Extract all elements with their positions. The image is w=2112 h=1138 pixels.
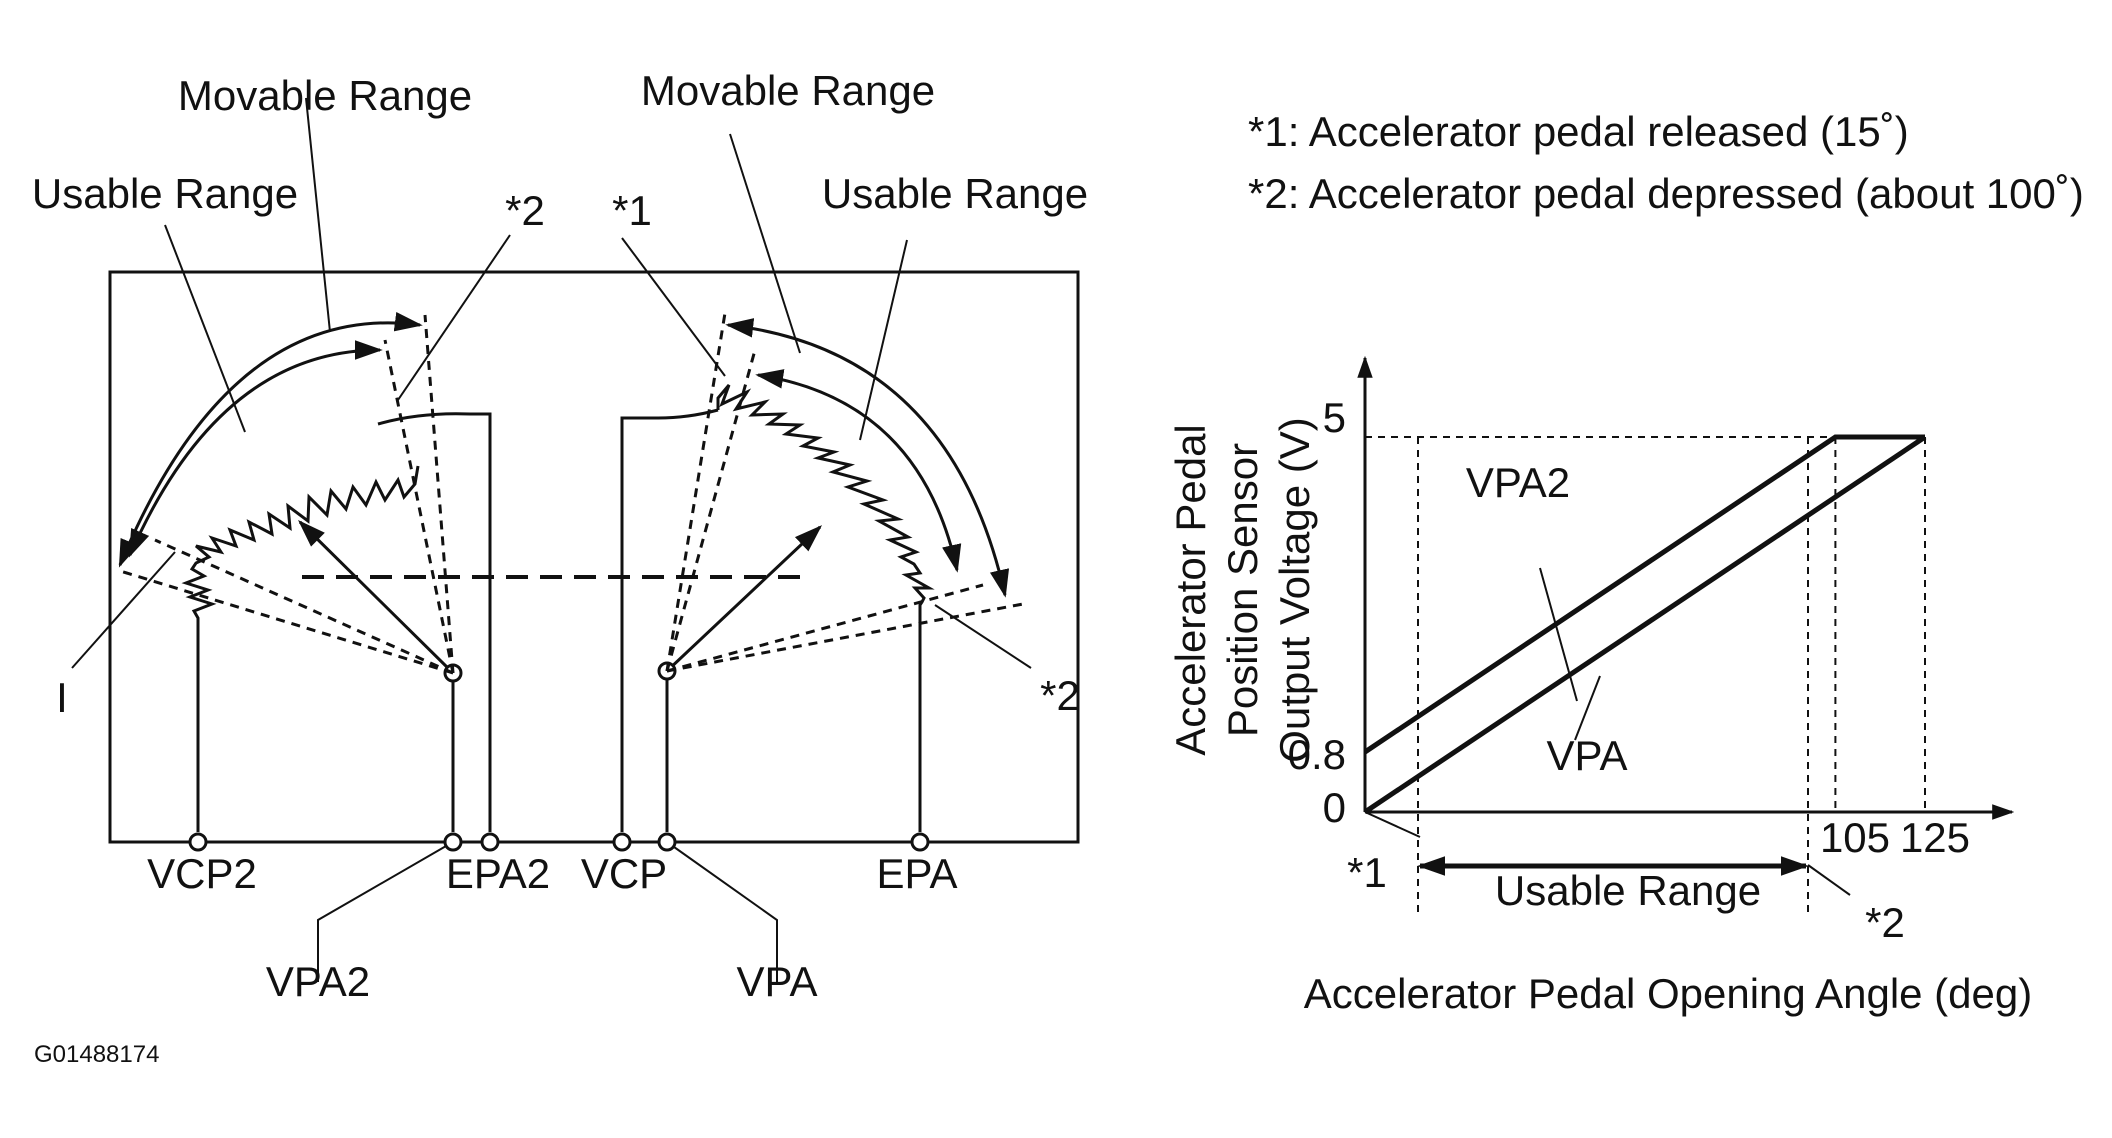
right-wiper-arrow bbox=[665, 525, 823, 673]
leader-right-star1 bbox=[621, 237, 726, 377]
figure-id: G01488174 bbox=[34, 1041, 159, 1068]
x-axis-title: Accelerator Pedal Opening Angle (deg) bbox=[1304, 970, 2032, 1017]
right-dash-3 bbox=[666, 583, 984, 673]
right-resistor-lead bbox=[620, 408, 719, 832]
y-axis-title: Accelerator Pedal Position Sensor Output… bbox=[1167, 417, 1318, 763]
y-tick-0: 0 bbox=[1323, 784, 1346, 831]
series-vpa2-label: VPA2 bbox=[1466, 459, 1570, 506]
label-right-star2: *2 bbox=[1040, 672, 1080, 719]
right-movable-range-arc bbox=[725, 318, 1010, 598]
leader-left-movable bbox=[305, 97, 331, 333]
y-axis-title-line-3: Output Voltage (V) bbox=[1271, 417, 1318, 763]
left-resistor-lead bbox=[377, 412, 492, 832]
sensor-housing bbox=[108, 270, 1080, 844]
y-axis-title-line-1: Accelerator Pedal bbox=[1167, 424, 1214, 756]
leader-vpa2 bbox=[317, 841, 454, 982]
label-right-usable-range: Usable Range bbox=[822, 170, 1088, 217]
left-resistor bbox=[181, 465, 420, 658]
label-left-movable-range: Movable Range bbox=[178, 72, 472, 119]
y-axis-title-line-2: Position Sensor bbox=[1219, 443, 1266, 737]
series-vpa-label: VPA bbox=[1547, 732, 1628, 779]
leader-chart-star1 bbox=[1364, 811, 1421, 838]
right-dash-1 bbox=[665, 312, 727, 672]
label-vcp: VCP bbox=[581, 850, 667, 897]
label-right-movable-range: Movable Range bbox=[641, 67, 935, 114]
label-vpa2: VPA2 bbox=[266, 958, 370, 1005]
label-vpa: VPA bbox=[737, 958, 818, 1005]
label-right-star1: *1 bbox=[612, 187, 652, 234]
leader-left-star2 bbox=[397, 234, 511, 401]
leader-vpa bbox=[666, 841, 778, 982]
y-tick-5: 5 bbox=[1323, 394, 1346, 441]
right-resistor bbox=[716, 384, 935, 640]
label-left-usable-range: Usable Range bbox=[32, 170, 298, 217]
terminal-vcp2 bbox=[188, 832, 208, 852]
x-tick-125: 125 bbox=[1900, 814, 1970, 861]
label-left-star2: *2 bbox=[505, 187, 545, 234]
leader-right-star2 bbox=[934, 604, 1032, 669]
label-epa: EPA bbox=[877, 850, 958, 897]
usable-range-label: Usable Range bbox=[1495, 867, 1761, 914]
leader-series-vpa bbox=[1574, 675, 1601, 741]
series-vpa-line bbox=[1363, 434, 1927, 815]
notes: *1: Accelerator pedal released (15˚) *2:… bbox=[1248, 108, 2084, 217]
leader-left-usable bbox=[164, 224, 246, 433]
label-left-i: I bbox=[56, 674, 68, 721]
output-voltage-chart: VPA2 VPA 5 0.8 0 105 125 *1 *2 Usable Ra… bbox=[1167, 355, 2032, 1017]
leader-right-usable bbox=[859, 239, 908, 441]
note-star1: *1: Accelerator pedal released (15˚) bbox=[1248, 108, 1909, 155]
left-dash-2 bbox=[154, 538, 454, 675]
terminal-vpa2 bbox=[443, 832, 463, 852]
left-wiper-arrow bbox=[298, 520, 455, 675]
left-dash-4 bbox=[423, 314, 455, 674]
terminal-vcp bbox=[612, 832, 632, 852]
note-star2: *2: Accelerator pedal depressed (about 1… bbox=[1248, 170, 2084, 217]
leader-right-movable bbox=[729, 133, 801, 354]
y-tick-0-8: 0.8 bbox=[1288, 731, 1346, 778]
series-vpa2-line bbox=[1363, 434, 1925, 755]
leader-chart-star2 bbox=[1807, 864, 1851, 896]
terminal-epa2 bbox=[480, 832, 500, 852]
left-movable-range-arc bbox=[118, 312, 423, 568]
left-dash-1 bbox=[116, 568, 454, 675]
leader-series-vpa2 bbox=[1539, 567, 1578, 702]
chart-star1: *1 bbox=[1347, 849, 1387, 896]
terminal-epa bbox=[910, 832, 930, 852]
right-dash-4 bbox=[666, 602, 1024, 673]
x-tick-105: 105 bbox=[1820, 814, 1890, 861]
left-dash-3 bbox=[383, 339, 455, 674]
right-usable-range-arc bbox=[755, 369, 962, 573]
label-vcp2: VCP2 bbox=[147, 850, 257, 897]
terminal-vpa bbox=[657, 832, 677, 852]
chart-star2: *2 bbox=[1865, 899, 1905, 946]
sensor-schematic: Movable Range Usable Range *2 I Movable … bbox=[32, 67, 1088, 1068]
leader-left-i bbox=[71, 551, 176, 669]
label-epa2: EPA2 bbox=[446, 850, 550, 897]
